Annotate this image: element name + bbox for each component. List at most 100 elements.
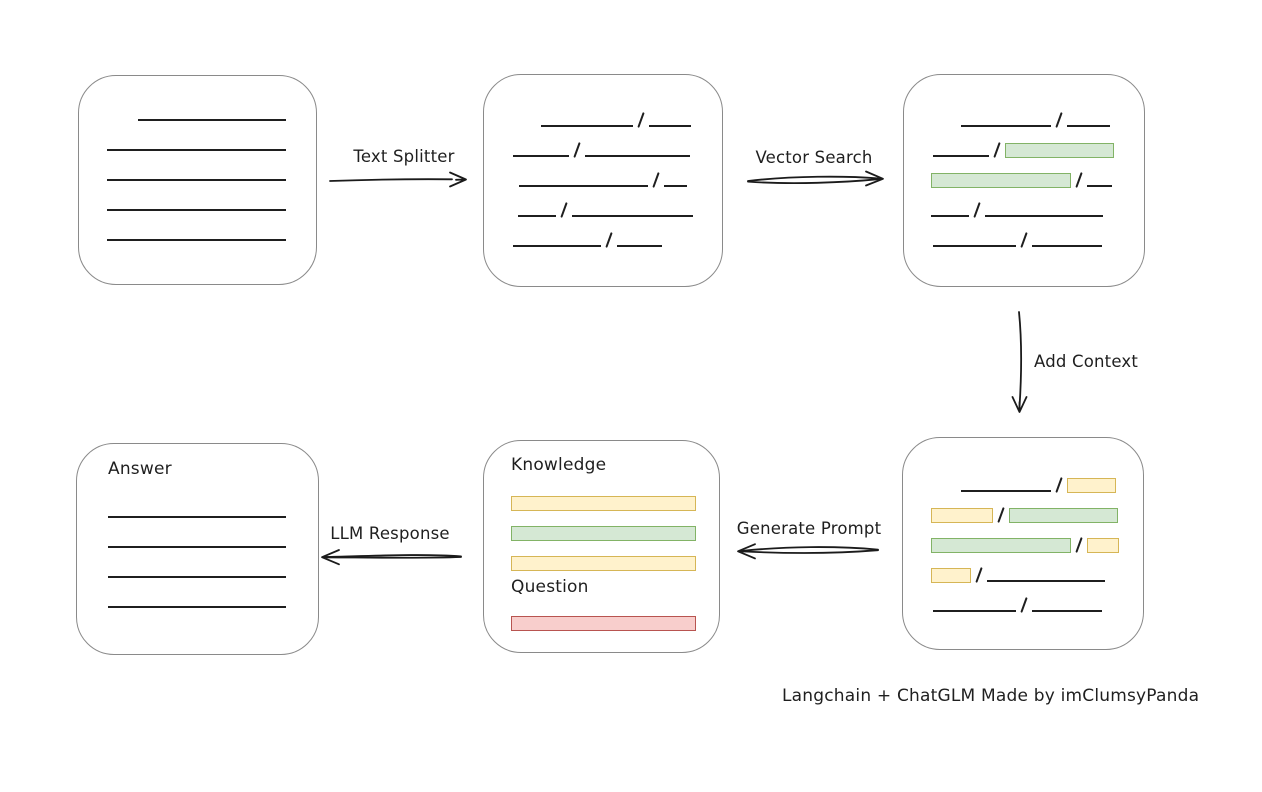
chunk-row xyxy=(931,493,1119,523)
knowledge-heading: Knowledge xyxy=(511,455,607,475)
text-line xyxy=(518,215,556,217)
text-line xyxy=(108,546,286,548)
chunk-row xyxy=(108,489,286,519)
green-highlight-bar xyxy=(931,538,1071,553)
answer-lines xyxy=(108,489,286,609)
chunk-row xyxy=(108,549,286,579)
text-line xyxy=(138,119,286,121)
text-line xyxy=(585,155,691,157)
red-highlight-bar xyxy=(511,616,696,631)
chunk-row xyxy=(511,601,696,631)
knowledge-bars xyxy=(511,481,696,571)
yellow-highlight-bar xyxy=(1087,538,1120,553)
text-line xyxy=(541,125,633,127)
chunk-row xyxy=(107,152,286,182)
text-line xyxy=(987,580,1106,582)
text-line xyxy=(617,245,663,247)
slash-separator xyxy=(1055,112,1063,128)
text-splitter-label: Text Splitter xyxy=(353,147,455,166)
chunk-row xyxy=(513,218,693,248)
text-line xyxy=(108,516,286,518)
text-line xyxy=(519,185,648,187)
slash-separator xyxy=(560,202,568,218)
answer-box: Answer xyxy=(76,443,319,655)
chunk-row xyxy=(108,579,286,609)
slash-separator xyxy=(1075,537,1083,553)
vector-search-label: Vector Search xyxy=(755,148,873,167)
llm-response-arrow xyxy=(321,549,462,566)
chunk-row xyxy=(931,158,1114,188)
chunk-row xyxy=(511,541,696,571)
context-chunks-box xyxy=(902,437,1144,650)
answer-heading: Answer xyxy=(108,459,172,479)
yellow-highlight-bar xyxy=(511,496,696,511)
text-line xyxy=(649,125,692,127)
chunk-row xyxy=(513,188,694,218)
chunk-row xyxy=(513,158,693,188)
vector-search-arrow xyxy=(747,170,884,187)
chunk-row xyxy=(108,519,286,549)
green-highlight-bar xyxy=(931,173,1071,188)
chunk-row xyxy=(931,98,1114,128)
yellow-highlight-bar xyxy=(931,508,993,523)
generate-prompt-label: Generate Prompt xyxy=(736,519,882,538)
generate-prompt-arrow xyxy=(737,543,879,560)
split-chunk-rows xyxy=(513,98,694,248)
chunk-row xyxy=(107,122,286,152)
text-line xyxy=(107,209,286,211)
text-line xyxy=(933,155,989,157)
green-highlight-bar xyxy=(511,526,696,541)
chunk-row xyxy=(513,128,693,158)
chunk-row xyxy=(107,212,286,242)
slash-separator xyxy=(973,202,981,218)
slash-separator xyxy=(975,567,983,583)
text-line xyxy=(1032,610,1103,612)
chunk-row xyxy=(931,128,1115,158)
yellow-highlight-bar xyxy=(511,556,696,571)
green-highlight-bar xyxy=(1005,143,1115,158)
slash-separator xyxy=(573,142,581,158)
question-heading: Question xyxy=(511,577,589,597)
text-line xyxy=(1032,245,1103,247)
add-context-label: Add Context xyxy=(1034,352,1139,371)
text-line xyxy=(664,185,688,187)
text-line xyxy=(961,125,1051,127)
chunk-row xyxy=(931,553,1119,583)
slash-separator xyxy=(637,112,645,128)
slash-separator xyxy=(1020,232,1028,248)
text-line xyxy=(933,610,1016,612)
chunk-row xyxy=(107,182,286,212)
slash-separator xyxy=(1075,172,1083,188)
diagram-caption: Langchain + ChatGLM Made by imClumsyPand… xyxy=(782,686,1200,706)
slash-separator xyxy=(605,232,613,248)
yellow-highlight-bar xyxy=(931,568,971,583)
slash-separator xyxy=(1020,597,1028,613)
prompt-box: Knowledge Question xyxy=(483,440,720,653)
chunk-row xyxy=(931,463,1119,493)
text-line xyxy=(931,215,969,217)
context-chunk-rows xyxy=(931,463,1120,613)
matched-chunks-box xyxy=(903,74,1145,287)
text-line xyxy=(107,149,286,151)
text-line xyxy=(108,606,286,608)
text-line xyxy=(1087,185,1113,187)
matched-chunk-rows xyxy=(931,98,1115,248)
chunk-row xyxy=(107,92,286,122)
chunk-row xyxy=(513,98,693,128)
question-bar xyxy=(511,601,696,631)
chunk-row xyxy=(931,583,1119,613)
slash-separator xyxy=(993,142,1001,158)
chunk-row xyxy=(931,218,1114,248)
text-line xyxy=(572,215,694,217)
text-splitter-arrow xyxy=(329,171,467,188)
text-line xyxy=(1067,125,1111,127)
document-lines xyxy=(107,92,286,242)
add-context-arrow xyxy=(1011,311,1028,413)
text-line xyxy=(985,215,1104,217)
chunk-row xyxy=(511,511,696,541)
text-line xyxy=(513,155,569,157)
green-highlight-bar xyxy=(1009,508,1119,523)
text-line xyxy=(933,245,1016,247)
text-line xyxy=(513,245,601,247)
